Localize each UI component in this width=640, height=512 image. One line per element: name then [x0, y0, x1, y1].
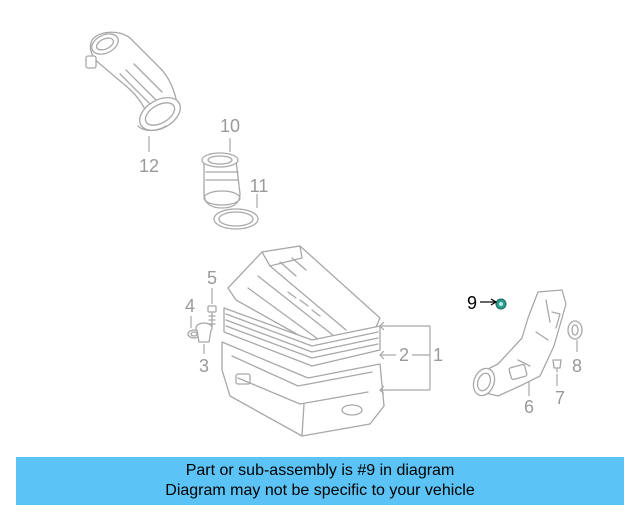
callout-8: 8 [572, 356, 582, 376]
part-5-bolt [207, 305, 217, 327]
air-cleaner-assembly [221, 245, 385, 437]
leaders-1-2 [379, 321, 431, 395]
callout-4: 4 [185, 296, 195, 316]
part-8-grommet [567, 320, 583, 340]
callout-3: 3 [199, 356, 209, 376]
banner-disclaimer: Diagram may not be specific to your vehi… [165, 482, 475, 499]
part-3-grommet [195, 322, 213, 343]
callout-1: 1 [433, 345, 443, 365]
callout-9: 9 [467, 293, 477, 313]
callout-7: 7 [555, 388, 565, 408]
part-7-fastener [552, 359, 562, 373]
callout-6: 6 [524, 397, 534, 417]
banner-part-note: Part or sub-assembly is #9 in diagram [185, 462, 455, 479]
part-10-coupler [201, 152, 241, 209]
part-9-clip [495, 298, 507, 310]
part-12-intake-hose [85, 31, 181, 132]
callout-10: 10 [220, 116, 240, 136]
info-banner: Part or sub-assembly is #9 in diagram Di… [16, 457, 624, 505]
callout-2: 2 [399, 345, 409, 365]
part-6-air-duct [472, 289, 567, 397]
part-11-gasket [213, 208, 259, 230]
callout-11: 11 [250, 176, 269, 196]
callout-12: 12 [139, 156, 159, 176]
leader-9 [480, 298, 498, 306]
callout-5: 5 [207, 268, 217, 288]
